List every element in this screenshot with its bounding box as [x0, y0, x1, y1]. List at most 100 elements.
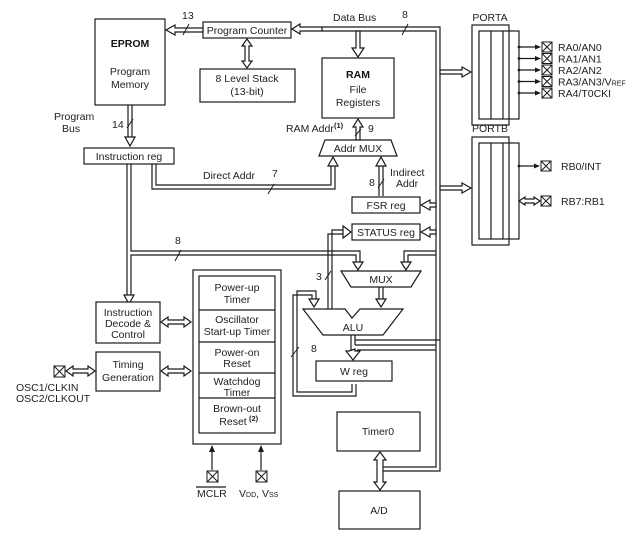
fsr-reg-label: FSR reg: [366, 200, 405, 212]
data-bus-width: 8: [402, 9, 408, 21]
decode-line2: Decode &: [105, 318, 151, 330]
porta-pin-label: RA3/AN3/VREF: [558, 77, 626, 89]
power-up-timer-line2: Timer: [224, 294, 251, 306]
timing-line1: Timing: [112, 359, 143, 371]
osc-pin: OSC1/CLKIN OSC2/CLKOUT: [16, 365, 91, 405]
eprom-title: EPROM: [111, 38, 150, 50]
vdd-vss-pin: VDD, VSS: [239, 445, 279, 500]
porta-pin: RA0/AN0: [517, 41, 602, 54]
ram-title: RAM: [346, 69, 370, 81]
vdd-vss-label: VDD, VSS: [239, 488, 279, 500]
ram-line2: Registers: [336, 97, 380, 109]
alu-output-bus: [344, 335, 440, 361]
eprom-line1: Program: [110, 66, 151, 78]
decode-line3: Control: [111, 329, 145, 341]
timer0-block: Timer0: [336, 411, 421, 452]
ram-addr-label: RAM Addr: [286, 123, 334, 135]
instruction-reg-block: Instruction reg: [83, 147, 175, 165]
pc-stack-arrow: [240, 37, 254, 70]
status-reg-block: STATUS reg: [351, 223, 421, 241]
instruction-bus-8: 8: [122, 164, 365, 306]
alu-label: ALU: [343, 322, 363, 334]
data-bus-to-portb-arrow: [439, 181, 473, 195]
fsr-reg-block: FSR reg: [351, 196, 421, 214]
porta-pins: RA0/AN0RA1/AN1RA2/AN2RA3/AN3/VREFRA4/T0C…: [517, 41, 626, 100]
data-bus-to-status-arrow: [419, 225, 437, 239]
indirect-addr-label-1: Indirect: [390, 167, 425, 179]
program-counter-block: Program Counter: [202, 21, 292, 39]
ram-addr-width: 9: [368, 123, 374, 135]
eprom-block: EPROM Program Memory: [94, 18, 166, 106]
program-bus-label-1: Program: [54, 111, 95, 123]
timer0-ad-arrow: [372, 451, 441, 491]
ram-addr-note: (1): [334, 121, 344, 130]
portb-pin-label: RB7:RB1: [561, 196, 605, 208]
power-on-reset-line1: Power-on: [215, 347, 260, 359]
mux-block: MUX: [339, 270, 423, 288]
ram-block: RAM File Registers: [321, 57, 395, 119]
direct-addr-width: 7: [272, 168, 278, 180]
indirect-addr-width: 8: [369, 177, 375, 189]
portb-pin: RB7:RB1: [517, 195, 605, 208]
osc-startup-line1: Oscillator: [215, 314, 259, 326]
watchdog-line1: Watchdog: [214, 376, 261, 388]
instruction-reg-label: Instruction reg: [96, 151, 163, 163]
direct-addr-label: Direct Addr: [203, 170, 255, 182]
addr-mux-block: Addr MUX: [318, 139, 398, 157]
power-on-reset-line2: Reset: [223, 358, 251, 370]
mux-label: MUX: [369, 274, 392, 286]
osc2-label: OSC2/CLKOUT: [16, 393, 91, 405]
reset-timers-block: Power-up Timer Oscillator Start-up Timer…: [192, 269, 282, 445]
porta-pin: RA2/AN2: [517, 64, 602, 77]
pc-bus-width: 13: [182, 10, 194, 22]
timing-generation-block: Timing Generation: [95, 351, 161, 392]
porta-label: PORTA: [472, 12, 507, 24]
ad-label: A/D: [370, 505, 388, 517]
watchdog-line2: Timer: [224, 387, 251, 399]
w-feedback-width: 8: [311, 343, 317, 355]
instruction-decode-block: Instruction Decode & Control: [95, 301, 161, 344]
indirect-addr-label-2: Addr: [396, 178, 419, 190]
portb-pin: RB0/INT: [517, 160, 602, 173]
ram-line1: File: [350, 84, 367, 96]
addr-mux-label: Addr MUX: [334, 143, 382, 155]
alu-to-status-bus: 3: [316, 224, 352, 310]
brown-out-line1: Brown-out: [213, 403, 261, 415]
decode-line1: Instruction: [104, 307, 153, 319]
porta-block: PORTA: [471, 12, 520, 126]
brown-out-line2: Reset: [219, 416, 247, 428]
stack-line1: 8 Level Stack: [215, 73, 279, 85]
status-bus-width: 3: [316, 271, 322, 283]
mclr-pin: MCLR: [196, 445, 227, 500]
data-bus-to-porta-arrow: [439, 65, 473, 79]
alu-block: ALU: [301, 308, 405, 336]
stack-line2: (13-bit): [230, 86, 263, 98]
osc1-label: OSC1/CLKIN: [16, 382, 78, 394]
brown-out-note: (2): [249, 414, 259, 423]
status-reg-label: STATUS reg: [357, 227, 415, 239]
data-bus-label: Data Bus: [333, 12, 376, 24]
eprom-line2: Memory: [111, 79, 150, 91]
timing-line2: Generation: [102, 372, 154, 384]
osc-to-timing-arrow: [64, 364, 97, 378]
program-bus: 14 Program Bus: [54, 105, 137, 148]
osc-startup-line2: Start-up Timer: [204, 326, 271, 338]
porta-pin-label: RA2/AN2: [558, 65, 602, 77]
portb-label: PORTB: [472, 123, 508, 135]
timing-timer-arrow: [159, 364, 193, 378]
instruction-bus-width: 8: [175, 235, 181, 247]
program-bus-label-2: Bus: [62, 123, 80, 135]
stack-block: 8 Level Stack (13-bit): [199, 68, 296, 103]
porta-pin-label: RA4/T0CKI: [558, 88, 611, 100]
porta-pin: RA1/AN1: [517, 53, 602, 66]
ad-block: A/D: [338, 490, 421, 530]
portb-pins: RB0/INT RB7:RB1: [517, 160, 605, 208]
porta-pin: RA4/T0CKI: [517, 87, 611, 100]
w-feedback-bus: 8: [290, 290, 357, 397]
power-up-timer-line1: Power-up: [215, 282, 260, 294]
porta-pin-label: RA0/AN0: [558, 42, 602, 54]
data-bus-to-mux-arrow: [399, 250, 436, 272]
timer0-label: Timer0: [362, 426, 394, 438]
portb-pin-label: RB0/INT: [561, 161, 602, 173]
